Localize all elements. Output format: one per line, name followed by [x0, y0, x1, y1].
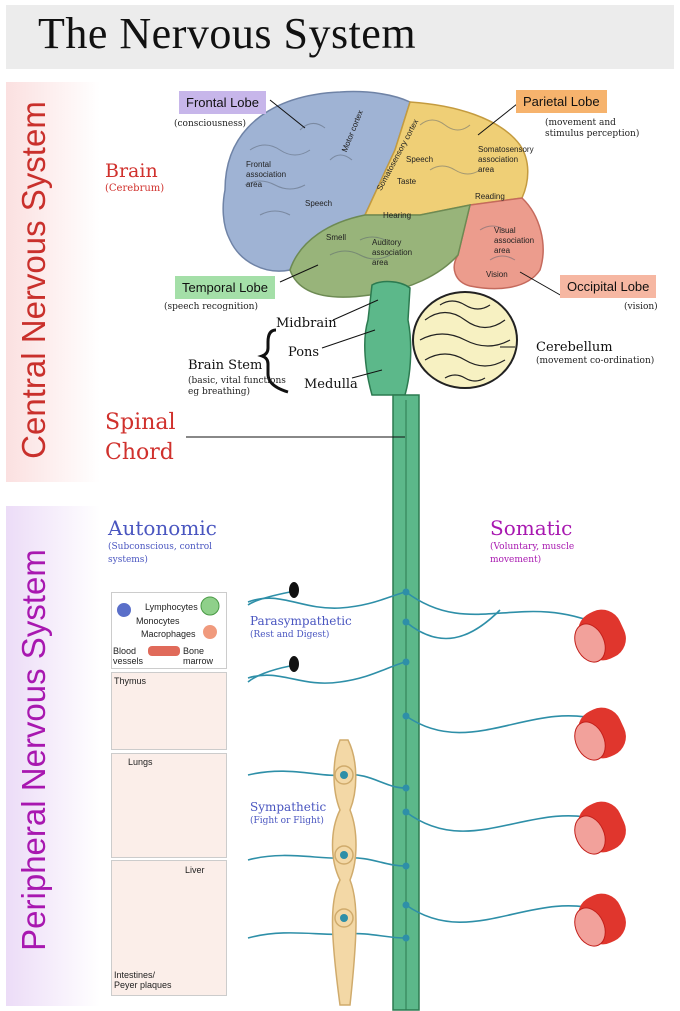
autonomic-desc-1: (Subconscious, control	[108, 542, 213, 552]
brain-illustration	[222, 90, 544, 298]
smell-area-label: Smell	[326, 233, 347, 242]
liver-label: Liver	[185, 865, 205, 875]
title-bar	[6, 5, 674, 69]
macrophages-label: Macrophages	[141, 629, 196, 639]
frontal-lobe-label: Frontal Lobe	[179, 91, 266, 114]
parasympathetic-label: Parasympathetic	[250, 614, 352, 628]
cerebellum-label: Cerebellum	[536, 340, 613, 355]
midbrain-label: Midbrain	[276, 316, 337, 331]
lungs-label: Lungs	[128, 757, 153, 767]
pns-band	[6, 506, 100, 1006]
brain-stem-shape	[364, 280, 412, 396]
sympathetic-label: Sympathetic	[250, 800, 327, 814]
occipital-lobe-desc: (vision)	[624, 302, 658, 312]
speech-area-label-1: Speech	[305, 199, 333, 208]
parietal-lobe-label: Parietal Lobe	[516, 90, 607, 113]
taste-area-label: Taste	[397, 177, 417, 186]
lungs-box	[111, 753, 227, 858]
muscle-4	[574, 893, 626, 947]
parasympathetic-desc: (Rest and Digest)	[250, 630, 330, 640]
parietal-lobe-desc-1: (movement and	[545, 118, 616, 128]
brain-stem-desc-1: (basic, vital functions	[188, 376, 286, 386]
monocytes-label: Monocytes	[136, 616, 180, 626]
autonomic-desc-2: systems)	[108, 555, 148, 565]
parietal-lobe-desc-2: stimulus perception)	[545, 129, 640, 139]
medulla-label: Medulla	[304, 377, 358, 392]
brain-stem-desc-2: eg breathing)	[188, 387, 251, 397]
temporal-lobe-shape	[289, 204, 472, 298]
brain-label: Brain	[105, 160, 158, 182]
muscle-group	[574, 609, 626, 947]
immune-box	[111, 592, 227, 669]
cerebrum-label: (Cerebrum)	[105, 183, 165, 194]
muscle-2	[574, 707, 626, 761]
brain-stem-label: Brain Stem	[188, 358, 263, 373]
pons-label: Pons	[288, 345, 320, 360]
speech-area-label-2: Speech	[406, 155, 434, 164]
frontal-lobe-desc: (consciousness)	[174, 119, 247, 129]
vision-area-label: Vision	[486, 270, 508, 279]
muscle-3	[574, 801, 626, 855]
thymus-label: Thymus	[114, 676, 147, 686]
autonomic-label: Autonomic	[108, 516, 217, 540]
temporal-lobe-desc: (speech recognition)	[164, 302, 258, 312]
reading-area-label: Reading	[475, 192, 505, 201]
hearing-area-label: Hearing	[383, 211, 412, 220]
intestines-label: Intestines/Peyer plaques	[114, 970, 172, 990]
brain-stem-brace	[257, 328, 289, 394]
occipital-lobe-shape	[453, 197, 544, 290]
occipital-lobe-label: Occipital Lobe	[560, 275, 657, 298]
somatic-desc-2: movement)	[490, 555, 542, 565]
page-title: The Nervous System	[38, 9, 417, 58]
lymphocytes-label: Lymphocytes	[145, 602, 198, 612]
thymus-box	[111, 672, 227, 750]
sympathetic-desc: (Fight or Flight)	[250, 816, 324, 826]
cerebellum-desc: (movement co-ordination)	[536, 356, 655, 366]
spinal-label-2: Chord	[105, 440, 174, 465]
muscle-1	[574, 609, 626, 663]
liver-intestines-box	[111, 860, 227, 996]
cns-band	[6, 82, 100, 482]
somatic-desc-1: (Voluntary, muscle	[490, 542, 575, 552]
sympathetic-chain	[331, 739, 357, 1006]
temporal-lobe-label: Temporal Lobe	[175, 276, 275, 299]
spinal-label-1: Spinal	[105, 410, 176, 435]
somatic-label: Somatic	[490, 516, 573, 540]
